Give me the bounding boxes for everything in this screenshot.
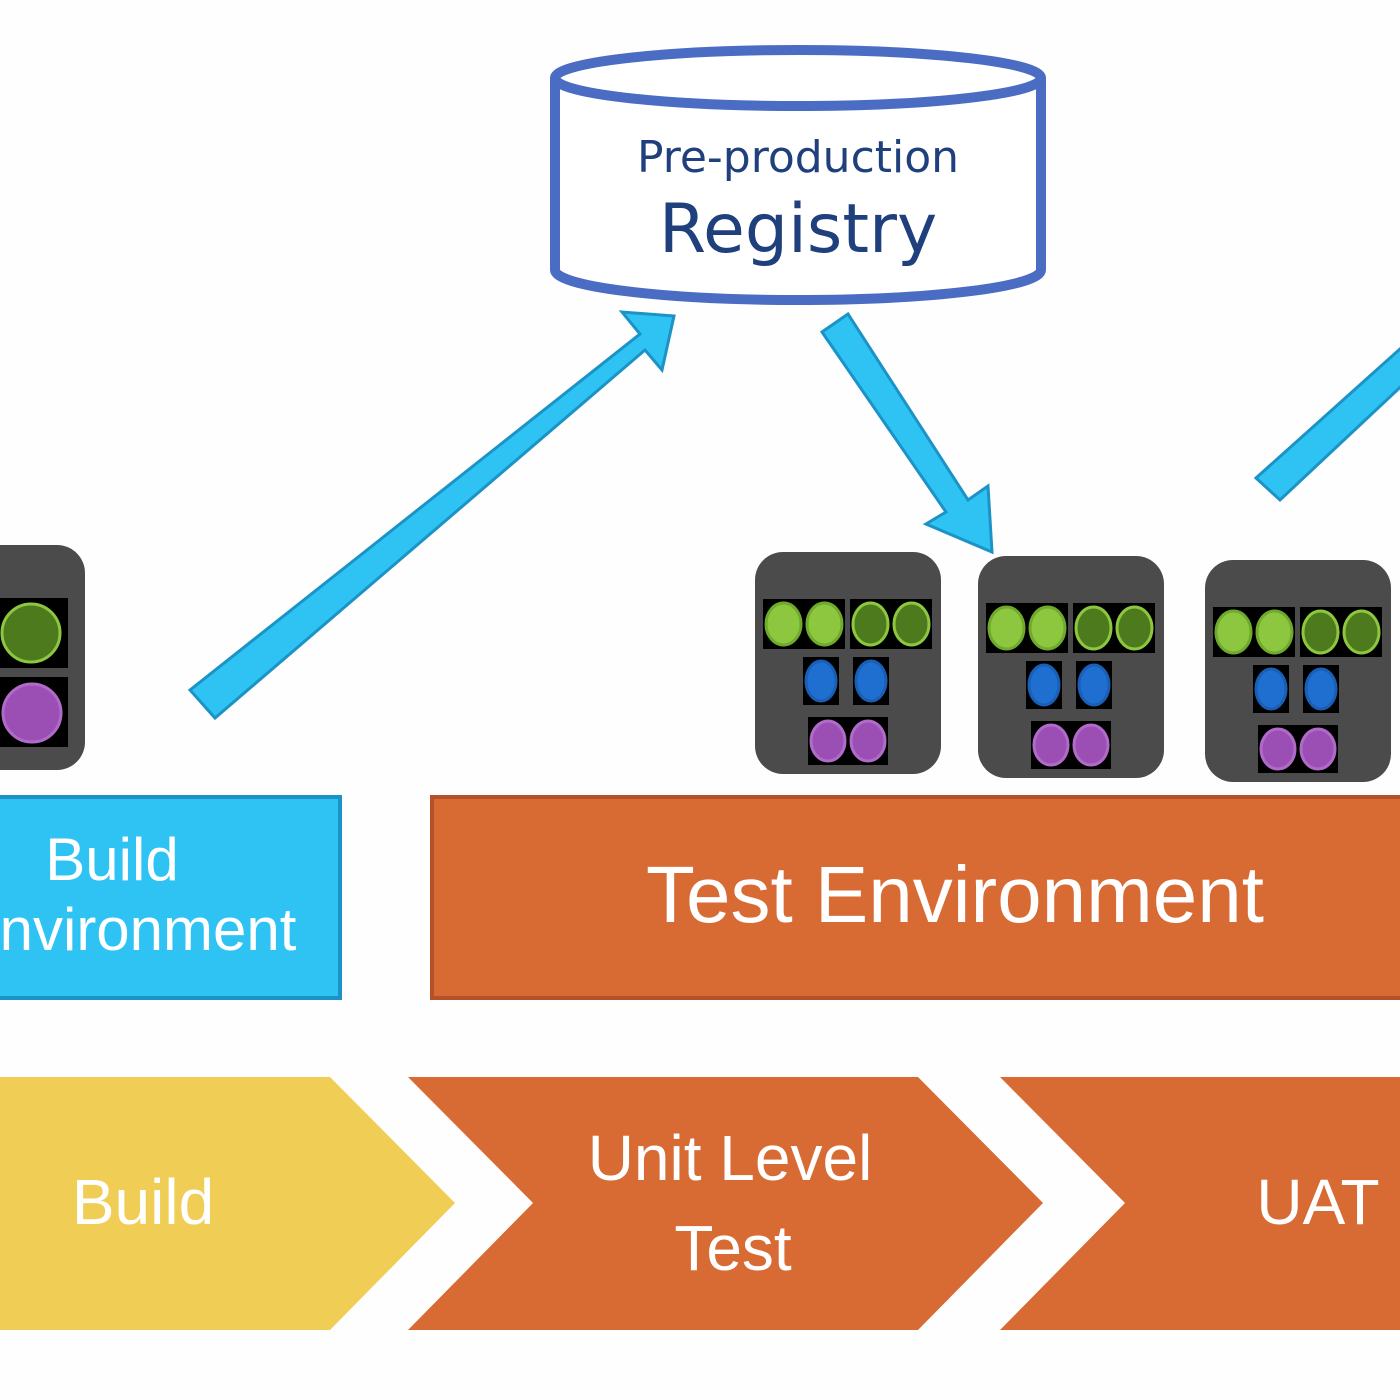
container-host xyxy=(755,552,941,774)
container-icon xyxy=(1304,667,1338,711)
container-icon xyxy=(1299,727,1337,771)
container-icon xyxy=(1301,609,1340,655)
container-icon xyxy=(1028,605,1067,651)
container-icon xyxy=(849,719,887,763)
container-icon xyxy=(854,659,888,703)
container-icon xyxy=(1115,605,1154,651)
container-icon xyxy=(1214,609,1253,655)
container-icon xyxy=(805,601,844,647)
container-icon xyxy=(1077,663,1111,707)
registry-title: Registry xyxy=(659,190,937,269)
stage-unit-level-test: Unit Level Test xyxy=(408,1077,1043,1330)
promote-arrow-icon xyxy=(1253,346,1400,503)
container-icon xyxy=(1032,723,1070,767)
container-icon xyxy=(892,601,931,647)
container-icon xyxy=(1259,727,1297,771)
container-icon xyxy=(1074,605,1113,651)
container-icon xyxy=(804,659,838,703)
push-arrow-icon xyxy=(187,310,676,721)
build-env-line2: Environment xyxy=(0,896,297,963)
registry-cylinder: Pre-production Registry xyxy=(550,45,1046,305)
build-env-line1: Build xyxy=(45,826,178,893)
pull-arrow-icon xyxy=(819,311,994,555)
stage-build-label: Build xyxy=(72,1166,214,1238)
stage-unit-label-line2: Test xyxy=(674,1212,792,1284)
test-env-label: Test Environment xyxy=(646,850,1264,939)
container-icon xyxy=(1342,609,1381,655)
container-icon xyxy=(1255,609,1294,655)
container-icon xyxy=(809,719,847,763)
container-icon xyxy=(1254,667,1288,711)
container-icon xyxy=(987,605,1026,651)
stage-build: Build xyxy=(0,1077,455,1330)
container-icon xyxy=(1,682,63,744)
container-host xyxy=(978,556,1164,778)
test-environment-box: Test Environment xyxy=(430,795,1400,1000)
stage-uat: UAT xyxy=(1000,1077,1400,1330)
container-host xyxy=(1205,560,1391,782)
registry-subtitle: Pre-production xyxy=(637,132,959,183)
container-icon xyxy=(851,601,890,647)
container-icon xyxy=(0,602,62,664)
container-icon xyxy=(1072,723,1110,767)
container-icon xyxy=(1027,663,1061,707)
stage-unit-label-line1: Unit Level xyxy=(588,1122,873,1194)
stage-uat-label: UAT xyxy=(1256,1166,1379,1238)
container-icon xyxy=(764,601,803,647)
build-environment-box: Build Environment xyxy=(0,795,342,1000)
container-host xyxy=(0,545,85,770)
